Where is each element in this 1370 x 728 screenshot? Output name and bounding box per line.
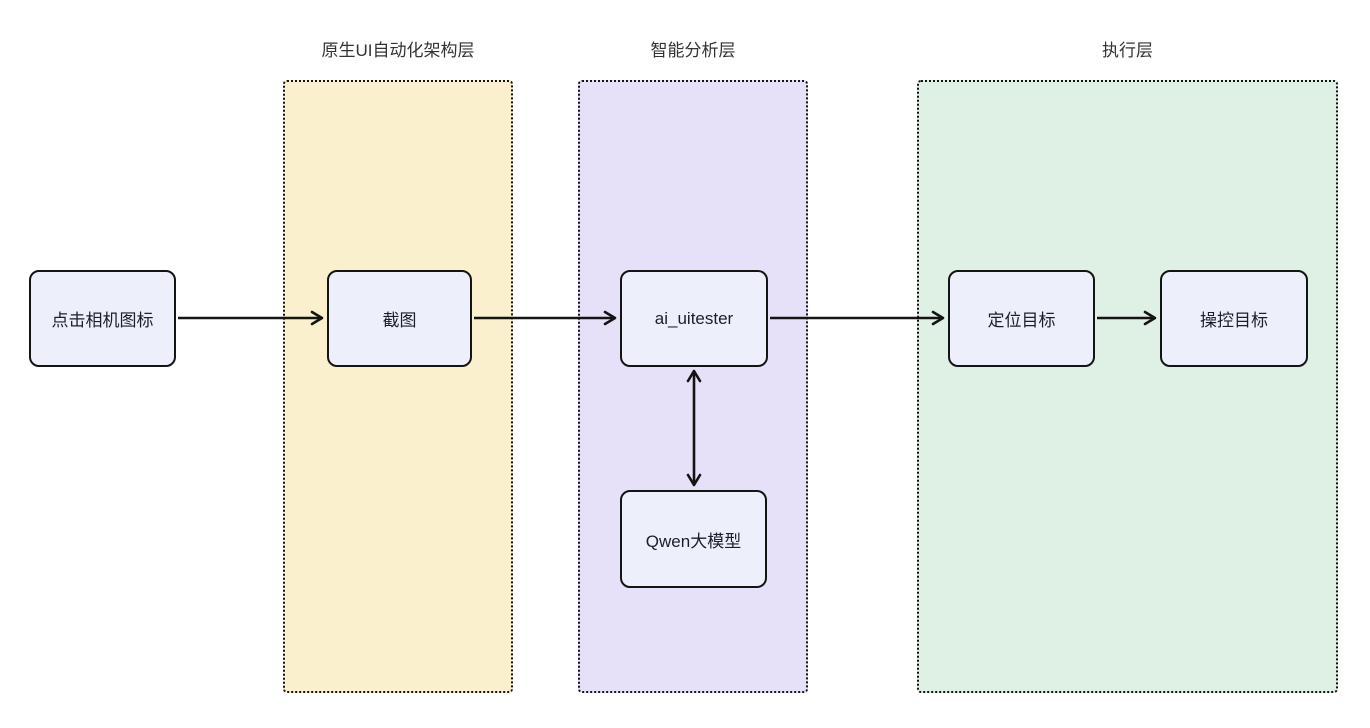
- node-screenshot: 截图: [327, 270, 472, 367]
- layer-title-intelligent-analysis: 智能分析层: [650, 41, 736, 60]
- layer-title-execution: 执行层: [1102, 41, 1153, 60]
- node-qwen-llm: Qwen大模型: [620, 490, 767, 588]
- layer-native-ui-automation: [283, 80, 513, 693]
- node-control-target: 操控目标: [1160, 270, 1308, 367]
- node-locate-target: 定位目标: [948, 270, 1095, 367]
- layer-intelligent-analysis: [578, 80, 808, 693]
- node-click-camera-icon: 点击相机图标: [29, 270, 176, 367]
- layer-title-native-ui-automation: 原生UI自动化架构层: [321, 41, 475, 60]
- layer-execution: [917, 80, 1338, 693]
- node-ai-uitester: ai_uitester: [620, 270, 768, 367]
